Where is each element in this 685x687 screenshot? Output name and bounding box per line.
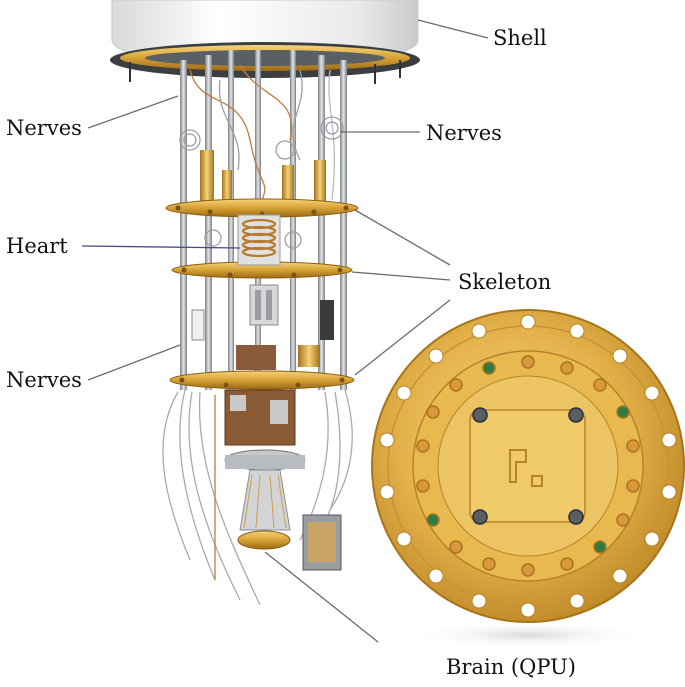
leader-brain — [264, 551, 379, 643]
leader-lines — [81, 19, 489, 643]
leader-skeleton-1 — [354, 209, 451, 266]
leader-skeleton-2 — [351, 271, 451, 281]
qpu-outer-holes — [379, 314, 677, 618]
label-nerves-lower-left: Nerves — [6, 368, 82, 392]
label-skeleton: Skeleton — [458, 270, 552, 294]
qpu-mount — [224, 389, 342, 571]
qpu-screws — [472, 407, 584, 525]
shell-component — [110, 0, 420, 84]
label-brain-qpu: Brain (QPU) — [446, 655, 576, 679]
label-heart: Heart — [6, 234, 68, 258]
qpu-connector-ring — [416, 355, 640, 577]
heart-heat-exchanger — [204, 214, 302, 266]
cable-bundle-lower — [162, 389, 353, 606]
cable-bundle-upper — [179, 64, 344, 201]
label-nerves-upper-left: Nerves — [6, 116, 82, 140]
label-shell: Shell — [493, 26, 547, 50]
mixing-chamber-stage — [191, 284, 334, 370]
leader-skeleton-3 — [354, 299, 451, 376]
leader-nerves-lower-left — [87, 344, 181, 381]
skeleton-frame — [165, 50, 359, 390]
qpu-chip — [371, 309, 685, 649]
leader-nerves-upper-left — [87, 95, 179, 129]
label-nerves-upper-right: Nerves — [426, 121, 502, 145]
leader-heart — [81, 245, 241, 249]
leader-shell — [417, 19, 489, 39]
qpu-chip-logo — [509, 449, 543, 487]
